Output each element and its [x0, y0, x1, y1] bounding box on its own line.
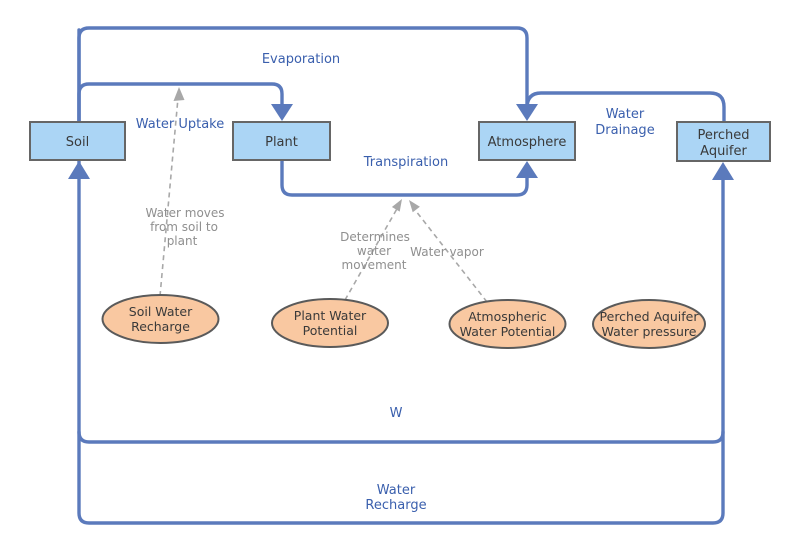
plant-water-potential-line2: Potential [303, 323, 358, 338]
soil-water-recharge-line1: Soil Water [129, 304, 193, 319]
ellipse-soil-water-recharge[interactable]: Soil Water Recharge [101, 294, 220, 344]
perched-aquifer-label-line1: Perched [697, 128, 749, 143]
arrow-into-atmosphere-bottom-icon [516, 161, 538, 178]
arrow-into-atmosphere-top-icon [516, 104, 538, 121]
water-recharge-label-line2: Recharge [365, 498, 426, 513]
annotations: Water moves from soil to plant Determine… [145, 206, 483, 272]
water-drainage-label-line2: Drainage [595, 123, 654, 138]
soil-water-recharge-shape[interactable] [101, 294, 220, 344]
arrow-into-plant-top-icon [271, 104, 293, 121]
edge-labels: Evaporation Water Uptake Transpiration W… [136, 52, 655, 513]
soil-to-plant-note-line3: plant [167, 234, 198, 248]
determines-note-line2: water [357, 244, 391, 258]
atmospheric-water-potential-line1: Atmospheric [468, 309, 547, 324]
perched-aquifer-label-line2: Aquifer [700, 144, 747, 159]
soil-to-plant-note-line1: Water moves [145, 206, 224, 220]
water-drainage-label-line1: Water [606, 107, 645, 122]
plant-water-potential-line1: Plant Water [294, 308, 367, 323]
node-perched-aquifer[interactable]: Perched Aquifer [676, 121, 771, 162]
atmospheric-potential-dashed-line [411, 205, 488, 303]
plant-box[interactable] [232, 121, 331, 161]
dashed-annotation-lines [159, 87, 488, 303]
atmospheric-water-potential-shape[interactable] [448, 299, 567, 349]
flow-lines [68, 26, 734, 525]
soil-to-plant-note-line2: from soil to [150, 220, 218, 234]
soil-label: Soil [66, 135, 89, 150]
middle-loop-flow-line [77, 430, 725, 444]
atmospheric-potential-dashed-arrow-icon [409, 200, 420, 213]
node-soil[interactable]: Soil [29, 121, 126, 161]
transpiration-label: Transpiration [363, 155, 448, 170]
ellipse-perched-aquifer-water-pressure[interactable]: Perched Aquifer Water pressure [592, 299, 706, 349]
water-recharge-flow-line [77, 28, 725, 525]
water-vapor-note: Water vapor [410, 245, 484, 259]
perched-aquifer-water-pressure-shape[interactable] [592, 299, 706, 349]
evaporation-flow-line [77, 26, 529, 124]
perched-aquifer-box[interactable] [676, 121, 771, 162]
determines-note-line3: movement [342, 258, 407, 272]
plant-water-potential-shape[interactable] [271, 298, 389, 348]
ellipse-plant-water-potential[interactable]: Plant Water Potential [271, 298, 389, 348]
transpiration-flow-line [280, 156, 529, 197]
ellipse-atmospheric-water-potential[interactable]: Atmospheric Water Potential [448, 299, 567, 349]
w-label: W [390, 406, 403, 421]
perched-aquifer-water-pressure-line2: Water pressure [602, 324, 697, 339]
node-atmosphere[interactable]: Atmosphere [478, 121, 576, 161]
perched-aquifer-water-pressure-line1: Perched Aquifer [600, 309, 700, 324]
soil-recharge-dashed-arrow-icon [173, 87, 185, 101]
atmosphere-box[interactable] [478, 121, 576, 161]
water-drainage-flow-line [525, 91, 726, 123]
soil-recharge-dashed-line [159, 97, 179, 297]
arrow-into-soil-bottom-icon [68, 161, 90, 179]
atmospheric-water-potential-line2: Water Potential [460, 324, 556, 339]
water-recharge-label-line1: Water [377, 483, 416, 498]
soil-box[interactable] [29, 121, 126, 161]
evaporation-label: Evaporation [262, 52, 340, 67]
arrow-into-perched-aquifer-bottom-icon [712, 162, 734, 180]
plant-label: Plant [265, 135, 298, 150]
atmosphere-label: Atmosphere [488, 135, 567, 150]
water-uptake-label: Water Uptake [136, 117, 224, 132]
plant-potential-dashed-arrow-icon [391, 199, 402, 212]
determines-note-line1: Determines [340, 230, 410, 244]
node-plant[interactable]: Plant [232, 121, 331, 161]
soil-water-recharge-line2: Recharge [131, 319, 190, 334]
